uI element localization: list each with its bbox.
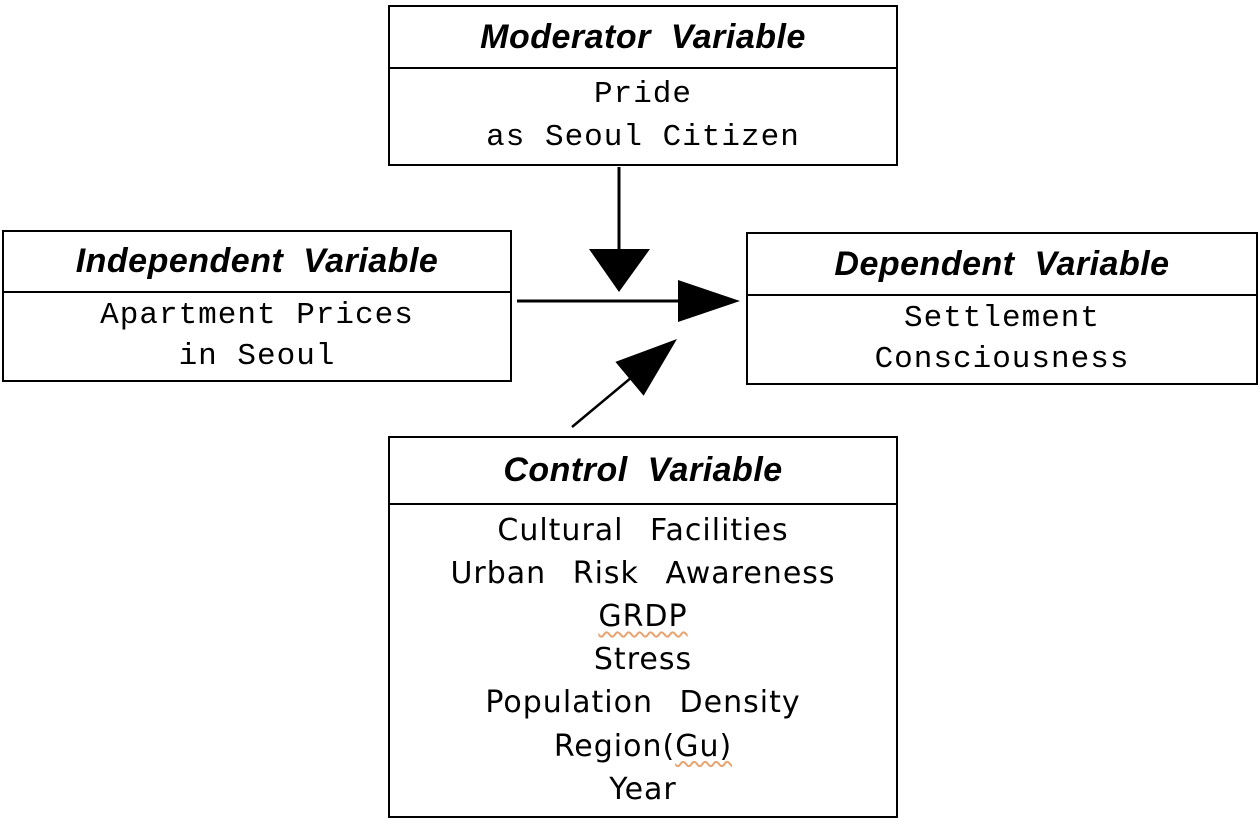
dependent-box-line: Settlement bbox=[903, 301, 1101, 337]
dependent-box-line: Consciousness bbox=[874, 341, 1130, 377]
moderator-variable-box: Moderator Variable Pride as Seoul Citize… bbox=[388, 5, 898, 166]
independent-box-header: Independent Variable bbox=[4, 232, 510, 293]
dependent-variable-box: Dependent Variable Settlement Consciousn… bbox=[746, 232, 1258, 385]
independent-variable-box: Independent Variable Apartment Prices in… bbox=[2, 230, 512, 382]
moderator-box-line: as Seoul Citizen bbox=[486, 119, 800, 155]
moderator-box-line: Pride bbox=[593, 76, 692, 112]
arrowhead-up-right-icon bbox=[615, 339, 677, 396]
control-item-misspelled: GRDP bbox=[598, 599, 688, 635]
arrowhead-right-icon bbox=[678, 280, 740, 322]
control-item-region-misspelled: Gu) bbox=[675, 728, 733, 764]
control-item: Cultural Facilities bbox=[497, 512, 789, 548]
independent-box-line: Apartment Prices bbox=[100, 298, 414, 334]
control-item: Urban Risk Awareness bbox=[450, 555, 836, 591]
moderation-arrow bbox=[589, 167, 650, 292]
control-box-body: Cultural Facilities Urban Risk Awareness… bbox=[390, 505, 896, 816]
main-effect-arrow bbox=[517, 280, 740, 322]
control-box-header: Control Variable bbox=[390, 438, 896, 505]
control-arrow bbox=[571, 339, 677, 428]
control-item: Year bbox=[609, 771, 677, 807]
control-item: Region(Gu) bbox=[553, 728, 733, 765]
moderator-box-header: Moderator Variable bbox=[390, 7, 896, 69]
control-item: Population Density bbox=[485, 685, 801, 721]
dependent-box-title: Dependent Variable bbox=[834, 244, 1170, 283]
control-variable-box: Control Variable Cultural Facilities Urb… bbox=[388, 436, 898, 818]
control-box-title: Control Variable bbox=[503, 451, 783, 489]
dependent-box-body: Settlement Consciousness bbox=[748, 296, 1256, 383]
control-item-region-prefix: Region( bbox=[553, 728, 676, 764]
moderator-box-body: Pride as Seoul Citizen bbox=[390, 69, 896, 164]
independent-box-line: in Seoul bbox=[178, 338, 336, 374]
moderator-box-title: Moderator Variable bbox=[480, 17, 806, 56]
control-item: Stress bbox=[593, 642, 693, 678]
dependent-box-header: Dependent Variable bbox=[748, 234, 1256, 296]
independent-box-title: Independent Variable bbox=[75, 242, 439, 280]
arrowhead-down-icon bbox=[589, 249, 650, 292]
independent-box-body: Apartment Prices in Seoul bbox=[4, 293, 510, 380]
